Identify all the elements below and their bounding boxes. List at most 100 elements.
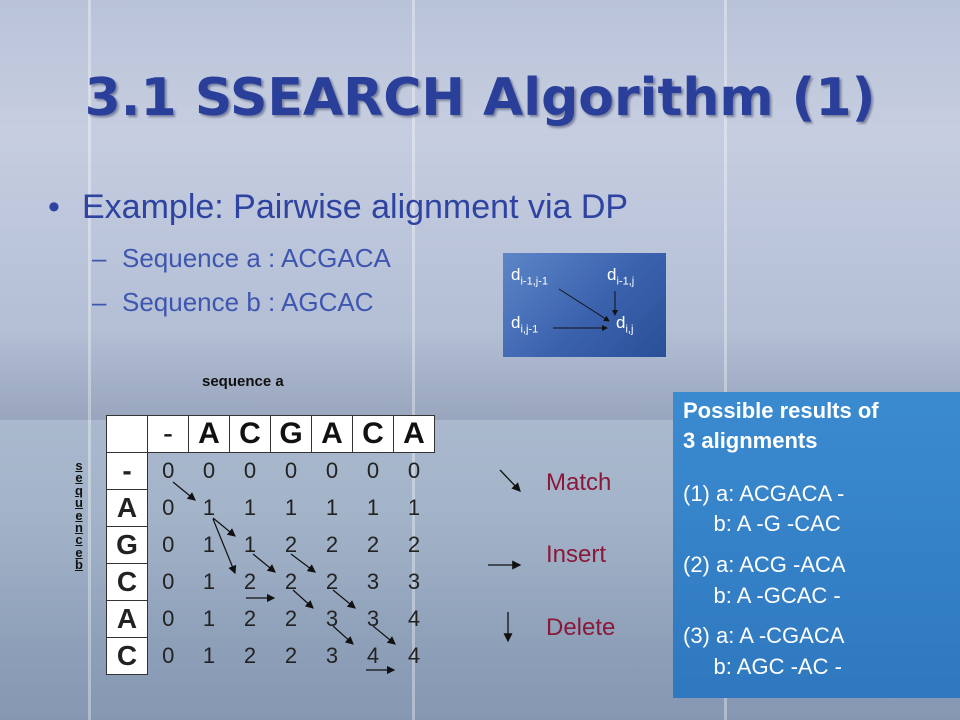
bullet-dot: • (48, 188, 60, 226)
sub-item-label: Sequence a : ACGACA (122, 243, 391, 273)
results-title: Possible results of 3 alignments (683, 396, 879, 456)
matrix-cell: 1 (202, 569, 216, 594)
dp-arrows (553, 288, 618, 331)
matrix-cell: 2 (284, 569, 298, 594)
sub-item-sequence-b: –Sequence b : AGCAC (92, 287, 373, 318)
matrix-cell: 0 (162, 495, 175, 520)
matrix-cell: 3 (366, 606, 380, 631)
matrix-cell: 2 (325, 569, 339, 594)
matrix-cell: 1 (202, 606, 216, 631)
row-header: - (106, 452, 148, 490)
background-mast (724, 0, 727, 720)
matrix-cell: 0 (366, 458, 380, 484)
bullet-lead: Example (82, 188, 215, 226)
matrix-row: - 0 0 0 0 0 0 0 (106, 452, 435, 490)
matrix-cell: 1 (202, 532, 216, 557)
matrix-cell: 4 (366, 643, 380, 668)
legend-match-arrow (499, 469, 521, 492)
matrix-cell: 2 (243, 569, 257, 594)
result-line: b: AGC -AC - (683, 654, 842, 679)
dp-label-top-left: di-1,j-1 (511, 265, 548, 288)
matrix-row: A 0 1 1 1 1 1 1 (106, 489, 435, 527)
result-line: (2) a: ACG -ACA (683, 552, 846, 577)
row-header: A (106, 489, 148, 527)
axis-label-sequence-a: sequence a (202, 373, 284, 390)
matrix-row: C 0 1 2 2 3 4 4 (106, 637, 435, 675)
dp-matrix: - A C G A C A - 0 0 0 0 0 0 0 A 0 1 1 1 … (106, 415, 435, 675)
matrix-cell: 0 (407, 458, 421, 484)
matrix-cell: 0 (162, 458, 175, 484)
result-line: (1) a: ACGACA - (683, 481, 845, 506)
matrix-cell: 1 (202, 495, 216, 520)
matrix-cell: 1 (202, 643, 216, 668)
matrix-corner (106, 415, 148, 453)
results-title-line: 3 alignments (683, 428, 818, 453)
slide-title: 3.1 SSEARCH Algorithm (1) (84, 68, 876, 128)
col-header: A (311, 415, 353, 453)
matrix-cell: 3 (325, 643, 339, 668)
bullet-example: • Example: Pairwise alignment via DP (48, 188, 628, 227)
matrix-cell: 1 (407, 495, 421, 520)
legend-insert-label: Insert (546, 541, 607, 568)
sub-item-label: Sequence b : AGCAC (122, 287, 374, 317)
result-line: b: A -GCAC - (683, 583, 841, 608)
matrix-cell: 2 (284, 532, 298, 557)
matrix-row: C 0 1 2 2 2 3 3 (106, 563, 435, 601)
legend-delete-label: Delete (546, 614, 616, 641)
sub-item-sequence-a: –Sequence a : ACGACA (92, 243, 391, 274)
row-header: C (106, 637, 148, 675)
sub-dash: – (92, 243, 107, 273)
dp-diagonal-arrow (558, 288, 610, 322)
col-header: - (147, 415, 189, 453)
matrix-cell: 2 (243, 643, 257, 668)
col-header: G (270, 415, 312, 453)
matrix-cell: 2 (407, 532, 421, 557)
results-panel: Possible results of 3 alignments (1) a: … (673, 392, 960, 698)
matrix-cell: 1 (284, 495, 298, 520)
sub-dash: – (92, 287, 107, 317)
matrix-cell: 2 (325, 532, 339, 557)
background-mast (412, 0, 415, 720)
matrix-cell: 3 (407, 569, 421, 594)
matrix-cell: 0 (325, 458, 339, 484)
matrix-cell: 1 (243, 532, 257, 557)
matrix-cell: 1 (366, 495, 380, 520)
background-mast (88, 0, 91, 720)
matrix-cell: 0 (162, 643, 175, 668)
col-header: A (188, 415, 230, 453)
matrix-cell: 1 (243, 495, 257, 520)
axis-label-sequence-b: sequence b (75, 458, 83, 573)
result-line: b: A -G -CAC (683, 511, 841, 536)
dp-label-top-right: di-1,j (607, 265, 635, 288)
matrix-cell: 0 (243, 458, 257, 484)
dp-label-bottom-left: di,j-1 (511, 313, 539, 336)
matrix-cell: 3 (325, 606, 339, 631)
row-header: G (106, 526, 148, 564)
matrix-cell: 0 (162, 532, 175, 557)
matrix-cell: 2 (366, 532, 380, 557)
matrix-cell: 4 (407, 606, 421, 631)
col-header: A (393, 415, 435, 453)
results-title-line: Possible results of (683, 398, 879, 423)
matrix-row: A 0 1 2 2 3 3 4 (106, 600, 435, 638)
matrix-cell: 0 (202, 458, 216, 484)
matrix-cell: 0 (162, 569, 175, 594)
col-header: C (229, 415, 271, 453)
row-header: A (106, 600, 148, 638)
dp-dependency-diagram: di-1,j-1 di-1,j di,j-1 di,j (503, 253, 666, 357)
dp-label-bottom-right: di,j (616, 313, 634, 336)
legend-match-label: Match (546, 469, 612, 496)
bullet-rest: : Pairwise alignment via DP (214, 188, 629, 226)
col-header: C (352, 415, 394, 453)
matrix-cell: 0 (284, 458, 298, 484)
result-line: (3) a: A -CGACA (683, 623, 845, 648)
matrix-cell: 3 (366, 569, 380, 594)
matrix-cell: 0 (162, 606, 175, 631)
matrix-cell: 2 (284, 606, 298, 631)
row-header: C (106, 563, 148, 601)
matrix-cell: 2 (284, 643, 298, 668)
matrix-cell: 4 (407, 643, 421, 668)
matrix-header-row: - A C G A C A (106, 415, 435, 453)
matrix-cell: 2 (243, 606, 257, 631)
matrix-cell: 1 (325, 495, 339, 520)
